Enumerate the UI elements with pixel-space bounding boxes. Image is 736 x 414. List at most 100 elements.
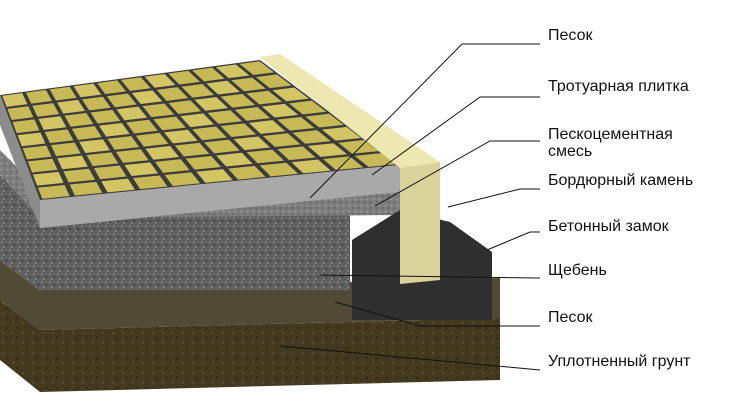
- paving-tile: [239, 61, 275, 76]
- paving-tile: [155, 159, 190, 173]
- label-sand-top: Песок: [548, 27, 593, 44]
- paving-tile: [69, 181, 103, 196]
- paving-tile: [207, 110, 243, 124]
- paving-tile: [27, 158, 58, 173]
- paving-tile: [192, 67, 225, 82]
- paving-tile: [101, 178, 135, 193]
- paving-tile: [220, 93, 256, 108]
- leader-gravel: [319, 274, 541, 279]
- paving-tile: [132, 175, 168, 190]
- paving-tile: [12, 119, 40, 134]
- paving-tile: [192, 126, 227, 141]
- paving-tile: [288, 100, 327, 115]
- paving-tile: [307, 143, 348, 157]
- paving-tile: [144, 74, 176, 88]
- paving-tile: [174, 142, 210, 157]
- label-sand-cement-line2: смесь: [548, 143, 593, 160]
- paving-tile: [71, 126, 102, 140]
- paving-tile: [321, 126, 362, 141]
- paving-tile: [135, 132, 169, 147]
- paving-tile: [246, 149, 285, 164]
- paving-tile: [107, 136, 140, 150]
- paving-tile: [256, 74, 292, 89]
- paving-tile: [196, 169, 233, 183]
- leader-concrete-lock: [486, 231, 540, 251]
- paving-tile: [90, 109, 121, 124]
- paving-tile: [2, 93, 28, 107]
- leader-sand-bottom: [334, 301, 540, 327]
- paving-tile: [263, 133, 301, 147]
- label-concrete-lock: Бетонный замок: [548, 218, 669, 235]
- paving-tile: [323, 156, 364, 171]
- paving-tile: [292, 130, 331, 144]
- paving-tile: [228, 165, 266, 180]
- paving-tile: [38, 116, 67, 130]
- paving-tile: [115, 149, 149, 163]
- paving-tile: [153, 116, 186, 131]
- paving-tile: [22, 145, 52, 160]
- paving-tile: [164, 129, 198, 144]
- paving-tile: [37, 184, 70, 199]
- paving-tile: [168, 100, 202, 114]
- label-curb-stone: Бордюрный камень: [548, 172, 694, 189]
- paving-tile: [216, 152, 253, 167]
- label-sand-cement-line1: Пескоцементная: [548, 126, 673, 143]
- paving-tile: [168, 70, 201, 85]
- paving-tile: [7, 106, 34, 120]
- curb-stone-front: [400, 162, 440, 284]
- curb-stone-top: [260, 54, 440, 168]
- paving-tile: [49, 86, 77, 101]
- label-sand-bottom: Песок: [548, 309, 593, 326]
- paving-tiles-front: [40, 165, 400, 228]
- leader-sand-top: [309, 43, 540, 199]
- paving-tile: [145, 146, 179, 160]
- paving-tile: [206, 80, 240, 95]
- paving-tile: [97, 80, 127, 95]
- paving-tile: [220, 123, 257, 138]
- paving-tile: [181, 83, 215, 98]
- paving-tile: [26, 89, 52, 104]
- paving-tile: [234, 107, 271, 121]
- paving-tile: [57, 99, 85, 114]
- paving-tile: [131, 90, 163, 105]
- paving-tile: [156, 87, 189, 101]
- paving-tile: [233, 136, 271, 151]
- paving-tile: [231, 77, 266, 92]
- paving-tile: [79, 139, 110, 153]
- paving-tile: [86, 152, 119, 167]
- paving-tiles-left-side: [0, 95, 40, 228]
- paving-tile: [57, 155, 88, 170]
- paving-tile: [124, 162, 159, 177]
- paving-tile: [248, 120, 286, 134]
- label-compacted-soil: Уплотненный грунт: [548, 353, 691, 370]
- paving-tile: [63, 168, 96, 183]
- leader-tiles: [371, 96, 540, 176]
- paving-tile: [116, 106, 148, 121]
- label-gravel: Щебень: [548, 262, 607, 279]
- paving-tile: [81, 96, 111, 111]
- paving-tile: [246, 90, 282, 105]
- paving-tile: [259, 162, 299, 177]
- paving-tile: [50, 142, 81, 157]
- paving-tile: [64, 113, 94, 127]
- paving-tile: [17, 132, 46, 147]
- label-paving-tiles: Тротуарная плитка: [548, 78, 689, 95]
- paving-tile: [126, 119, 158, 134]
- compacted-soil-layer: [0, 300, 500, 392]
- paving-tile: [204, 139, 240, 154]
- paving-tile: [98, 122, 130, 137]
- paving-tile: [277, 146, 316, 161]
- leader-curb: [447, 188, 540, 208]
- paving-tile: [32, 171, 64, 186]
- paving-tile: [44, 129, 74, 144]
- paving-tile: [185, 155, 222, 170]
- paving-tile: [215, 64, 250, 79]
- paving-tile: [261, 103, 299, 118]
- paving-tile: [73, 83, 102, 98]
- paving-tile: [338, 140, 379, 154]
- paving-tile: [120, 77, 151, 91]
- paving-tile: [180, 113, 214, 128]
- leader-sand-cement: [374, 140, 540, 207]
- paving-tile: [93, 165, 127, 180]
